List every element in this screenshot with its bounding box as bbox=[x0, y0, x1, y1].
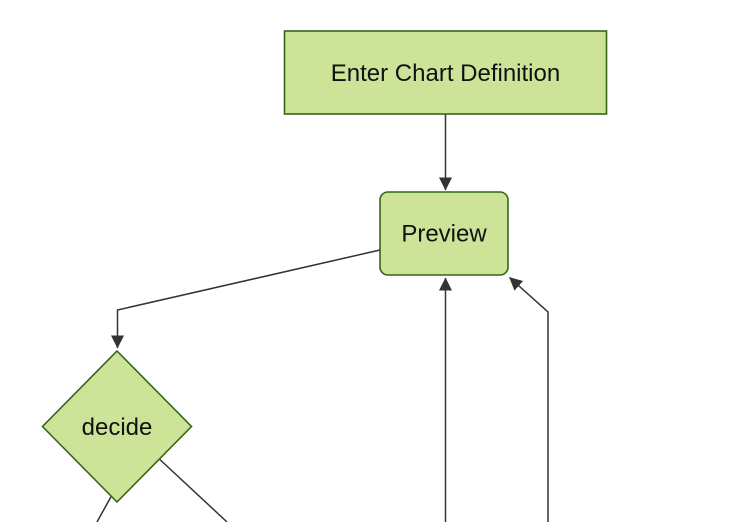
edge-preview-to-decide bbox=[111, 249, 381, 349]
diamond-shape bbox=[41, 349, 193, 504]
edge-group bbox=[96, 114, 549, 522]
rectangle-shape bbox=[283, 30, 608, 115]
rounded-rectangle-shape bbox=[379, 191, 509, 276]
node-decide: decide bbox=[41, 349, 193, 504]
node-label: Preview bbox=[401, 221, 487, 248]
node-label: decide bbox=[82, 414, 153, 441]
edge-decide-to-offscreen-left bbox=[96, 493, 114, 522]
node-preview: Preview bbox=[379, 191, 509, 276]
edge-bottom-to-preview-corner bbox=[508, 276, 549, 522]
node-label: Enter Chart Definition bbox=[331, 60, 560, 87]
node-enter-chart-definition: Enter Chart Definition bbox=[283, 30, 608, 115]
edge-decide-to-offscreen-right bbox=[154, 454, 228, 522]
